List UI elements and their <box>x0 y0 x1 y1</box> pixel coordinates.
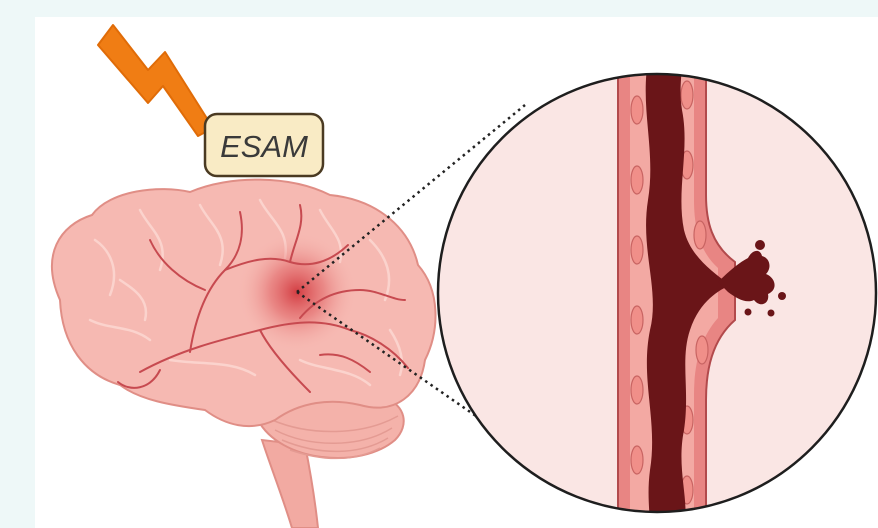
figure-svg: ESAM <box>35 17 878 528</box>
lightning-bolt-icon <box>98 25 213 136</box>
esam-label: ESAM <box>205 114 323 176</box>
figure-panel: ESAM <box>35 17 878 528</box>
magnifier-lens-icon <box>438 60 876 528</box>
esam-label-text: ESAM <box>220 129 308 164</box>
brain-icon <box>52 180 436 528</box>
